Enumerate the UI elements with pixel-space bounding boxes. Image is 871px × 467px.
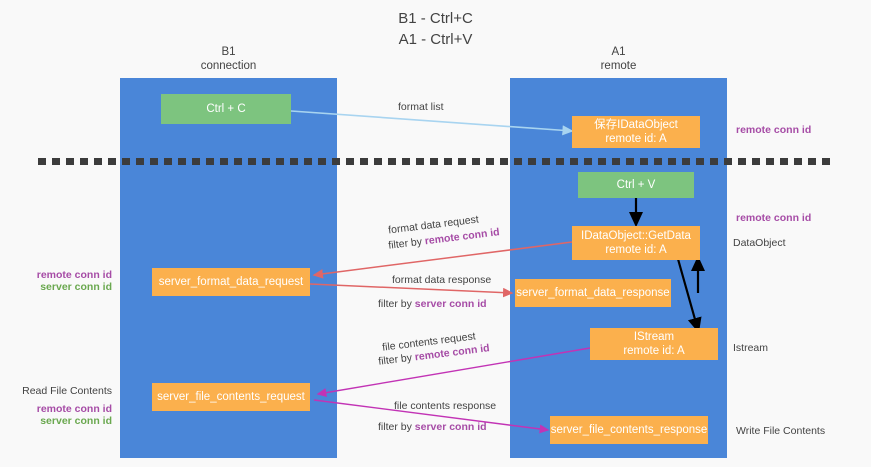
lane-name-a1: A1 [611, 46, 626, 58]
box-ctrl-c-line1: Ctrl + C [206, 103, 246, 115]
box-save-idataobject[interactable]: 保存IDataObject remote id: A [572, 116, 700, 148]
box-istream-line2: remote id: A [623, 345, 685, 357]
box-server-format-data-response[interactable]: server_format_data_response [515, 279, 671, 307]
box-ctrl-c[interactable]: Ctrl + C [161, 94, 291, 124]
box-save-idataobject-line1: 保存IDataObject [594, 119, 678, 131]
label-file-contents-response: file contents response [394, 400, 497, 412]
title-line-1: B1 - Ctrl+C [398, 10, 473, 27]
arrow-file-contents-response [313, 399, 550, 434]
arrow-getdata-to-istream [676, 258, 702, 334]
filter-prefix-4: filter by [378, 421, 415, 433]
box-server-file-contents-response[interactable]: server_file_contents_response [550, 416, 708, 444]
label-format-list: format list [398, 101, 444, 113]
note-right-remote-conn-id: remote conn id [736, 124, 812, 136]
title-line-2: A1 - Ctrl+V [398, 31, 473, 48]
box-server-file-contents-response-line1: server_file_contents_response [550, 424, 708, 436]
box-istream-line1: IStream [633, 331, 675, 343]
label-format-data-response-filter: filter by server conn id [378, 298, 487, 311]
box-server-file-contents-request[interactable]: server_file_contents_request [152, 383, 310, 411]
note-left-server-conn-id-2: server conn id [40, 415, 112, 427]
box-server-format-data-request[interactable]: server_format_data_request [152, 268, 310, 296]
note-right-istream: Istream [733, 342, 769, 354]
note-right-dataobject: DataObject [733, 237, 786, 249]
label-file-contents-response-filter: filter by server conn id [378, 421, 487, 434]
box-ctrl-v[interactable]: Ctrl + V [578, 172, 694, 198]
box-istream[interactable]: IStream remote id: A [590, 328, 718, 360]
lane-header-b1: B1 connection [120, 45, 337, 73]
lane-role-a1: remote [600, 60, 637, 72]
note-left-remote-conn-id-2: remote conn id [36, 403, 112, 415]
filter-key-server-conn-id-1: server conn id [414, 298, 487, 310]
box-idataobject-getdata-line2: remote id: A [605, 244, 667, 256]
note-read-file-contents: Read File Contents [22, 385, 112, 397]
arrow-file-contents-request [316, 347, 591, 398]
filter-key-server-conn-id-2: server conn id [414, 421, 487, 433]
box-save-idataobject-line2: remote id: A [605, 133, 667, 145]
arrow-format-list [276, 109, 574, 136]
note-left-remote-conn-id: remote conn id [36, 269, 112, 281]
lane-header-a1: A1 remote [510, 45, 727, 73]
filter-prefix-2: filter by [378, 298, 415, 310]
lane-role-b1: connection [200, 60, 257, 72]
lane-name-b1: B1 [221, 46, 236, 58]
label-format-data-response: format data response [392, 274, 492, 286]
box-ctrl-v-line1: Ctrl + V [616, 179, 656, 191]
arrow-format-data-response [309, 283, 514, 298]
note-right-remote-conn-id-2: remote conn id [736, 212, 812, 224]
note-left-server-conn-id: server conn id [40, 281, 112, 293]
note-write-file-contents: Write File Contents [736, 425, 826, 437]
box-server-format-data-request-line1: server_format_data_request [158, 276, 304, 288]
phase-divider [38, 158, 833, 165]
arrow-format-data-request [312, 241, 573, 279]
box-server-format-data-response-line1: server_format_data_response [516, 287, 670, 299]
box-server-file-contents-request-line1: server_file_contents_request [157, 391, 305, 403]
box-idataobject-getdata[interactable]: IDataObject::GetData remote id: A [572, 226, 700, 260]
diagram-title: B1 - Ctrl+C A1 - Ctrl+V [0, 8, 871, 50]
box-idataobject-getdata-line1: IDataObject::GetData [581, 230, 691, 242]
